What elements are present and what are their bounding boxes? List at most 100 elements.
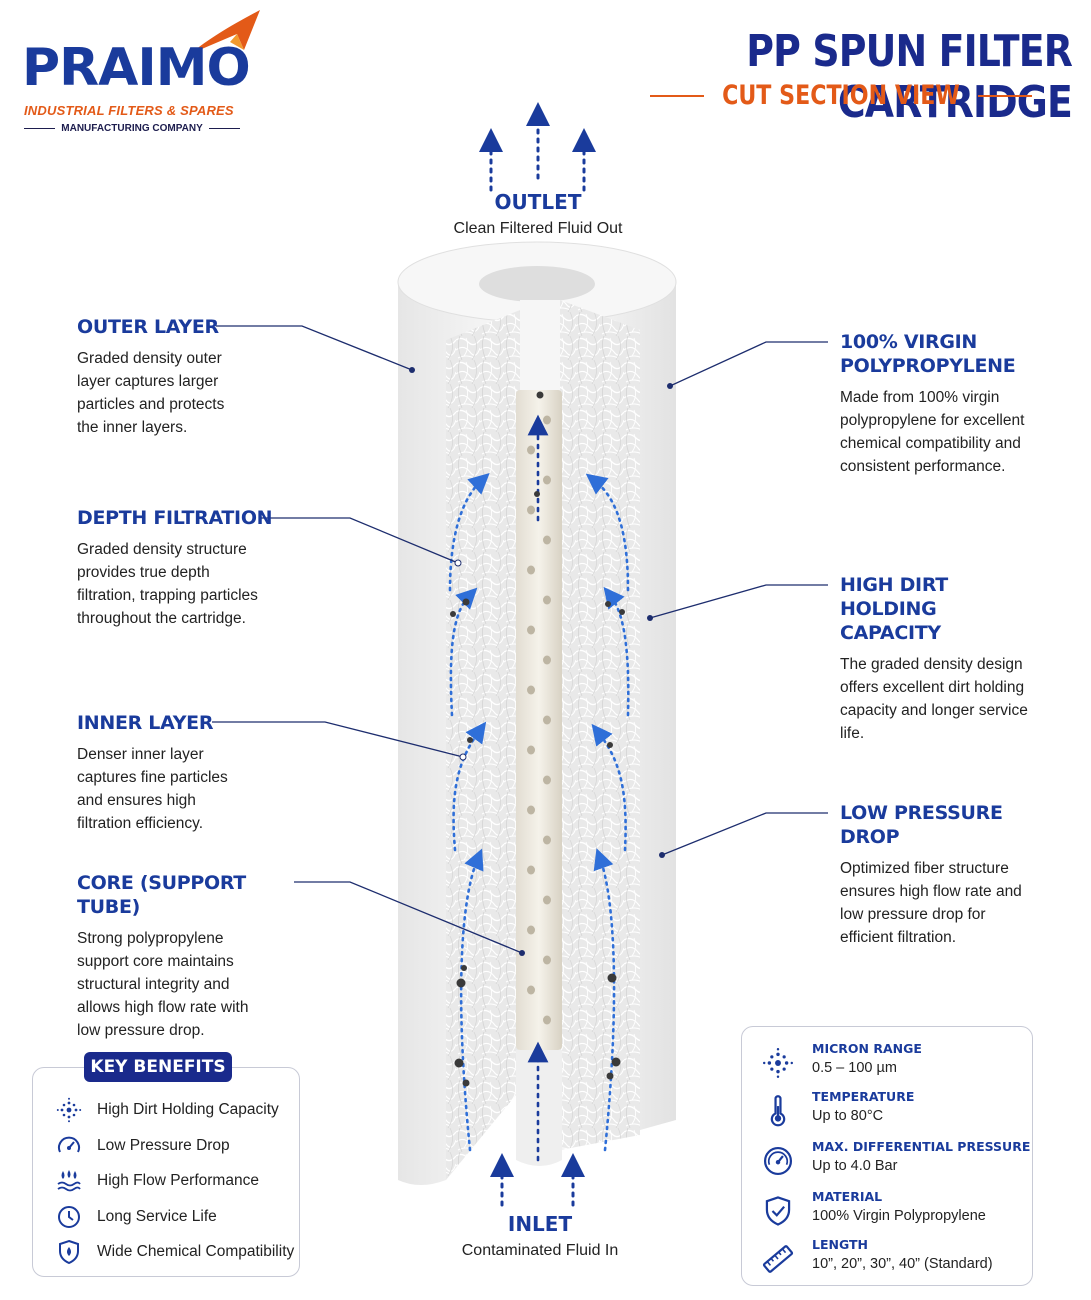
core-hole [527,925,535,935]
benefit-label: Low Pressure Drop [97,1137,230,1154]
callout-text: Strong polypropylene support core mainta… [77,930,249,1039]
dirt-particle [611,1057,621,1067]
logo-wordmark: PRAIMO [22,38,251,98]
benefit-label: Wide Chemical Compatibility [97,1243,295,1260]
spec-label: MICRON RANGE [812,1041,922,1056]
core-hole [543,595,551,605]
flow-arrow [593,848,616,1152]
core-hole [543,715,551,725]
logo-tagline: INDUSTRIAL FILTERS & SPARES [24,103,234,118]
dirt-particle [536,391,544,399]
benefit-item: Long Service Life [55,1203,217,1231]
core-hole [527,445,535,455]
spec-label: LENGTH [812,1237,868,1252]
benefit-label: Long Service Life [97,1208,217,1225]
dirt-particle [462,1079,470,1087]
core-hole [527,505,535,515]
spec-label: MATERIAL [812,1189,883,1204]
dirt-particle [619,609,625,615]
flow-arrow [585,473,630,592]
dirt-particle [462,598,470,606]
dirt-particle [607,742,613,748]
spec-value: 0.5 – 100 µm [812,1060,897,1076]
gauge-icon [760,1143,796,1179]
benefit-item: High Flow Performance [55,1167,259,1195]
dirt-particle [467,737,473,743]
flow-arrow [448,472,490,592]
inlet-title: INLET [507,1212,573,1236]
spec-value: 100% Virgin Polypropylene [812,1208,986,1224]
callout-title: CORE (SUPPORT TUBE) [77,872,246,918]
spec-label: TEMPERATURE [812,1089,915,1104]
callout-core-support-tube: CORE (SUPPORT TUBE) Strong polypropylene… [77,871,307,1042]
core-hole [543,895,551,905]
callout-depth-filtration: DEPTH FILTRATION Graded density structur… [77,506,307,630]
key-benefits-panel: High Dirt Holding Capacity Low Pressure … [32,1067,300,1277]
callout-title: OUTER LAYER [77,316,219,338]
dots-burst-icon [55,1096,83,1124]
outlet-label-group: OUTLET Clean Filtered Fluid Out [438,190,638,238]
flow-arrow [459,848,484,1152]
inlet-subtitle: Contaminated Fluid In [461,1242,619,1259]
core-hole [527,745,535,755]
benefit-item: High Dirt Holding Capacity [55,1096,279,1124]
key-benefits-title: KEY BENEFITS [84,1052,232,1082]
specs-panel: MICRON RANGE 0.5 – 100 µm TEMPERATURE Up t… [741,1026,1033,1286]
dirt-particle [450,611,456,617]
outlet-subtitle: Clean Filtered Fluid Out [453,220,623,237]
core-hole [543,775,551,785]
core-hole [543,475,551,485]
spec-item: LENGTH 10”, 20”, 30”, 40” (Standard) [760,1237,993,1277]
dirt-particle [606,1072,614,1080]
callout-text: Graded density structure provides true d… [77,541,258,627]
callout-virgin-polypropylene: 100% VIRGIN POLYPROPYLENE Made from 100%… [840,330,1070,478]
callout-text: Denser inner layer captures fine particl… [77,746,228,832]
spec-label: MAX. DIFFERENTIAL PRESSURE [812,1139,1031,1154]
spec-value: Up to 80°C [812,1108,884,1124]
flow-arrow [591,723,627,852]
shield-drop-icon [55,1238,83,1266]
core-hole [543,655,551,665]
outlet-title: OUTLET [494,190,582,214]
benefit-label: High Dirt Holding Capacity [97,1101,279,1118]
callout-title: DEPTH FILTRATION [77,507,273,529]
gauge-icon [55,1132,83,1160]
dirt-particle [605,601,611,607]
ruler-icon [760,1241,796,1277]
benefit-item: Wide Chemical Compatibility [55,1238,294,1266]
dirt-particle [456,978,466,988]
callout-outer-layer: OUTER LAYER Graded density outer layer c… [77,315,307,439]
dots-burst-icon [760,1045,796,1081]
dirt-particle [454,1058,464,1068]
logo-swoosh-icon [182,8,262,58]
spec-item: MICRON RANGE 0.5 – 100 µm [760,1041,922,1081]
core-hole [543,535,551,545]
spec-item: TEMPERATURE Up to 80°C [760,1089,914,1129]
dirt-particle [607,973,617,983]
flow-arrow [452,721,487,852]
clock-icon [55,1203,83,1231]
benefit-label: High Flow Performance [97,1172,259,1189]
page-title: PP SPUN FILTER CARTRIDGE [746,26,1073,128]
callout-inner-layer: INNER LAYER Denser inner layer captures … [77,711,307,835]
callout-title: HIGH DIRT HOLDING CAPACITY [840,574,948,644]
core-hole [527,985,535,995]
callout-low-pressure-drop: LOW PRESSURE DROP Optimized fiber struct… [840,801,1070,949]
spec-value: 10”, 20”, 30”, 40” (Standard) [812,1256,993,1272]
logo-company: MANUFACTURING COMPANY [24,123,240,134]
flow-arrow [449,587,478,717]
dirt-particle [461,965,467,971]
callout-title: LOW PRESSURE DROP [840,802,1003,848]
page-subtitle: CUT SECTION VIEW [722,80,960,111]
benefit-item: Low Pressure Drop [55,1132,230,1160]
core-hole [527,625,535,635]
core-hole [527,565,535,575]
dirt-particle [534,491,540,497]
core-hole [527,685,535,695]
callout-text: Graded density outer layer captures larg… [77,350,225,436]
callout-text: Optimized fiber structure ensures high f… [840,860,1022,946]
